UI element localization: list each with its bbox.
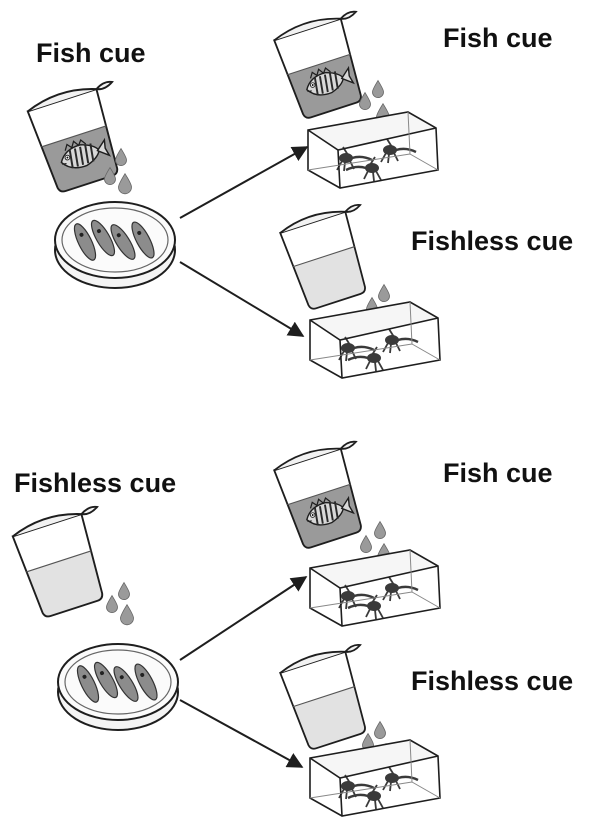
beaker-fish-cue-target-3 [272,437,382,550]
tank-fish-cue-3 [310,550,440,626]
drop-icon [118,583,129,600]
beaker-fishless-cue-target-2 [278,201,386,312]
label-top-target-fish-cue: Fish cue [443,25,553,52]
tadpole-icon [383,329,418,353]
arrow-icon [180,700,302,767]
beaker-fishless-cue-source [11,502,125,619]
drop-icon [115,149,126,166]
tadpole-icon [383,577,418,601]
label-bottom-target-fishless-cue: Fishless cue [411,668,573,695]
beaker-fishless-cue-target-4 [278,641,386,752]
drop-icon [106,596,117,613]
tadpole-icon [383,767,418,791]
drop-icon [118,174,131,194]
tadpole-icon [381,139,416,163]
drop-icon [374,522,385,539]
label-top-target-fishless-cue: Fishless cue [411,228,573,255]
drop-icon [372,81,383,98]
drop-icon [378,285,389,302]
arrow-icon [180,262,303,336]
arrow-icon [180,577,306,660]
drop-icon [120,605,133,625]
label-bottom-source-fishless-cue: Fishless cue [14,470,176,497]
drop-icon [374,722,385,739]
petri-dish-top [55,202,175,288]
label-top-source-fish-cue: Fish cue [36,40,146,67]
tank-fishless-cue-2 [310,302,440,378]
label-bottom-target-fish-cue: Fish cue [443,460,553,487]
petri-dish-bottom [58,644,178,730]
tank-fishless-cue-4 [310,740,440,816]
drop-icon [360,536,371,553]
arrow-icon [180,147,307,218]
tank-fish-cue-1 [308,112,438,188]
